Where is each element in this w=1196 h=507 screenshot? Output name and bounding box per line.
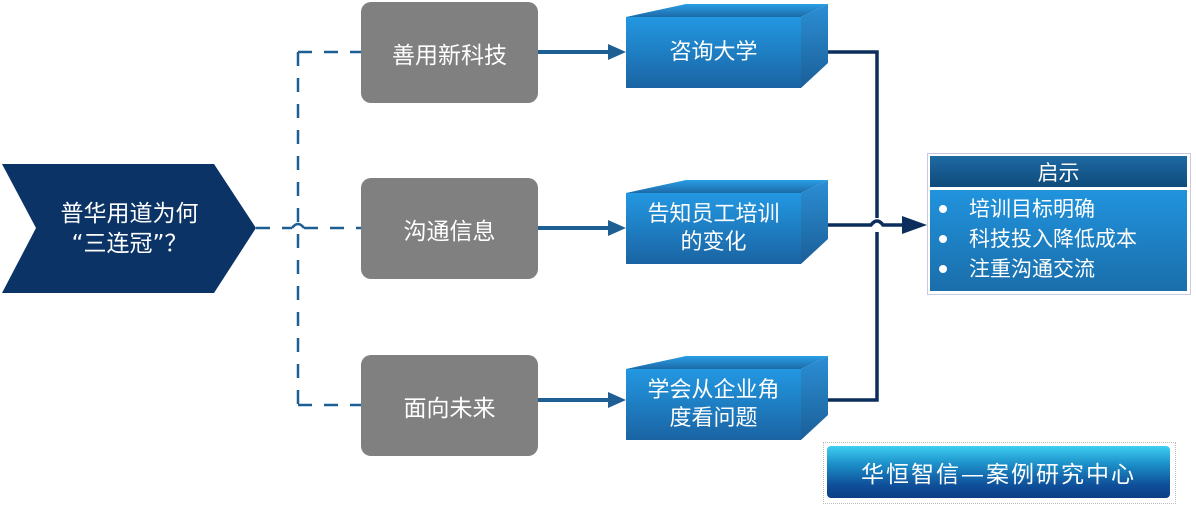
outcome-line-1: 咨询大学	[669, 40, 758, 65]
insight-item-text: 培训目标明确	[969, 197, 1095, 221]
source-badge: 华恒智信—案例研究中心	[823, 442, 1176, 504]
outcome-line-2: 度看问题	[669, 406, 758, 431]
dashed-branches	[256, 50, 361, 407]
source-line-2: “三连冠”？	[71, 230, 188, 257]
outcome-line-1: 告知员工培训	[647, 202, 780, 227]
bullet-icon	[939, 265, 947, 273]
source-question-chevron: 普华用道为何 “三连冠”？	[2, 164, 256, 293]
insight-item: 科技投入降低成本	[930, 224, 1187, 254]
insight-item: 注重沟通交流	[930, 254, 1187, 284]
connector-middle	[828, 219, 905, 227]
insight-list-body: 培训目标明确 科技投入降低成本 注重沟通交流	[930, 190, 1187, 291]
strategy-label: 面向未来	[403, 395, 496, 422]
insight-item-text: 科技投入降低成本	[969, 227, 1137, 251]
connector-bottom	[828, 232, 879, 402]
strategy-label: 沟通信息	[403, 218, 496, 245]
outcome-box-inform-training-change: 告知员工培训 的变化	[626, 180, 828, 264]
connector-top	[828, 50, 879, 218]
strategy-label: 善用新科技	[392, 42, 507, 69]
insight-panel: 启示 培训目标明确 科技投入降低成本 注重沟通交流	[927, 153, 1191, 295]
strategy-box-communication: 沟通信息	[361, 178, 538, 279]
strategy-box-future: 面向未来	[361, 355, 538, 456]
insight-arrowhead	[902, 216, 927, 234]
arrowhead-3	[608, 392, 626, 408]
insight-list: 培训目标明确 科技投入降低成本 注重沟通交流	[930, 190, 1187, 284]
source-line-1: 普华用道为何	[60, 200, 199, 227]
bullet-icon	[939, 235, 947, 243]
bullet-icon	[939, 205, 947, 213]
insight-title: 启示	[930, 156, 1187, 187]
outcome-box-consulting-university: 咨询大学	[626, 4, 828, 88]
line-hop	[291, 222, 305, 229]
insight-item-text: 注重沟通交流	[969, 257, 1095, 281]
arrowhead-1	[608, 44, 626, 60]
outcome-line-1: 学会从企业角	[647, 378, 780, 403]
badge-text: 华恒智信—案例研究中心	[827, 446, 1170, 498]
strategy-box-new-tech: 善用新科技	[361, 2, 538, 103]
insight-item: 培训目标明确	[930, 194, 1187, 224]
outcome-box-enterprise-perspective: 学会从企业角 度看问题	[626, 356, 828, 440]
outcome-line-2: 的变化	[680, 230, 747, 255]
arrowhead-2	[608, 220, 626, 236]
